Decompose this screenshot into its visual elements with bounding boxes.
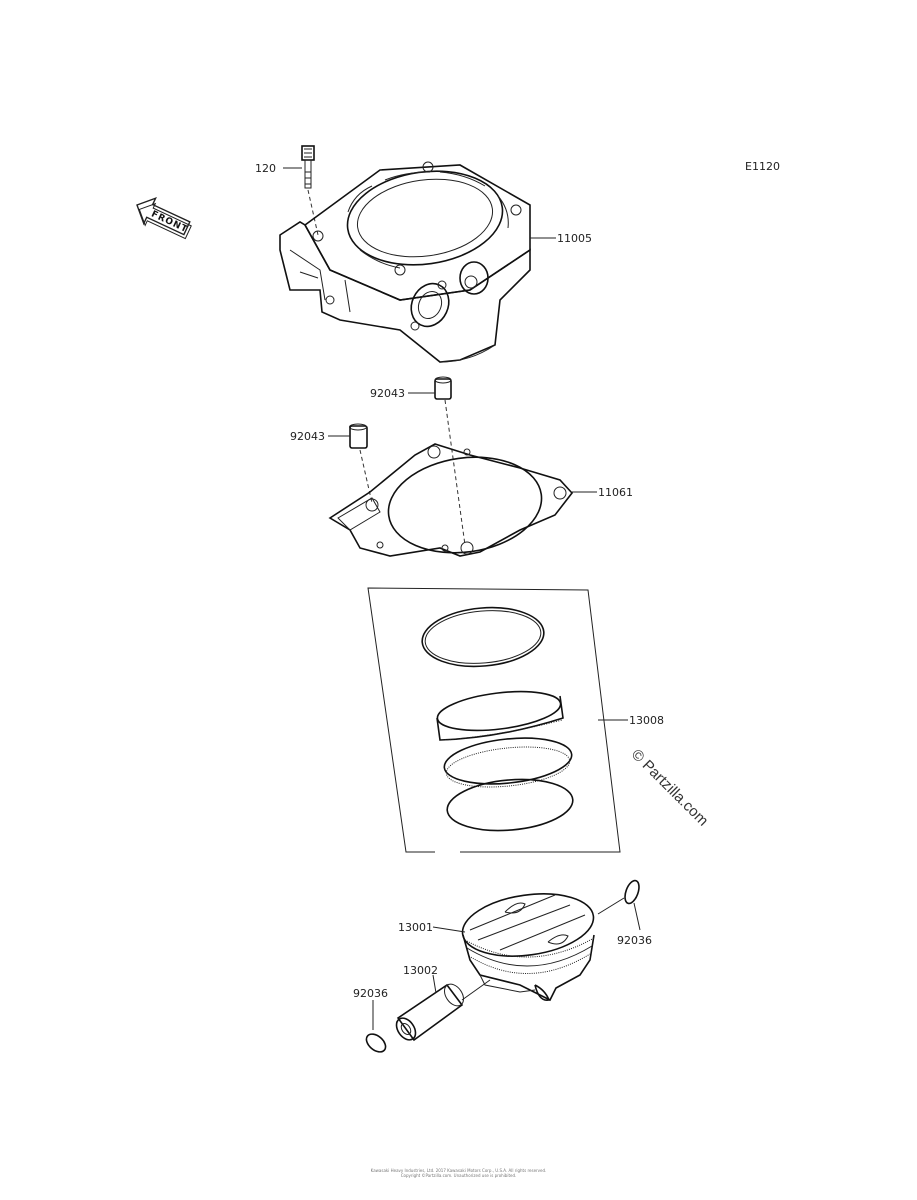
part-label-13002[interactable]: 13002 (403, 964, 438, 977)
gasket-11061[interactable] (328, 443, 574, 562)
piston-ring-set-13008[interactable] (367, 587, 621, 853)
part-label-11061[interactable]: 11061 (598, 486, 633, 499)
copyright-footer: Kawasaki Heavy Industries, Ltd. 2017 Kaw… (0, 1168, 917, 1178)
part-label-92043-left[interactable]: 92043 (290, 430, 325, 443)
dowel-pin-92043-right[interactable] (434, 376, 452, 400)
part-label-92036-right[interactable]: 92036 (617, 934, 652, 947)
part-label-13001[interactable]: 13001 (398, 921, 433, 934)
part-label-92043-right[interactable]: 92043 (370, 387, 405, 400)
front-arrow-icon: FRONT (136, 196, 192, 240)
part-label-120[interactable]: 120 (255, 162, 276, 175)
piston-pin-13002[interactable] (393, 981, 468, 1044)
bolt-120[interactable] (301, 145, 315, 189)
part-label-92036-left[interactable]: 92036 (353, 987, 388, 1000)
cylinder-11005[interactable] (279, 161, 531, 363)
dowel-pin-92043-left[interactable] (349, 423, 368, 449)
piston-13001[interactable] (458, 886, 597, 1002)
circlip-92036-left[interactable] (363, 1031, 389, 1056)
copyright-line-2: Copyright ©Partzilla.com. Unauthorized u… (400, 1173, 517, 1178)
copyright-line-1: Kawasaki Heavy Industries, Ltd. 2017 Kaw… (370, 1168, 547, 1173)
circlip-92036-right[interactable] (622, 879, 641, 906)
diagram-code: E1120 (745, 160, 780, 173)
part-label-13008[interactable]: 13008 (629, 714, 664, 727)
part-label-11005[interactable]: 11005 (557, 232, 592, 245)
